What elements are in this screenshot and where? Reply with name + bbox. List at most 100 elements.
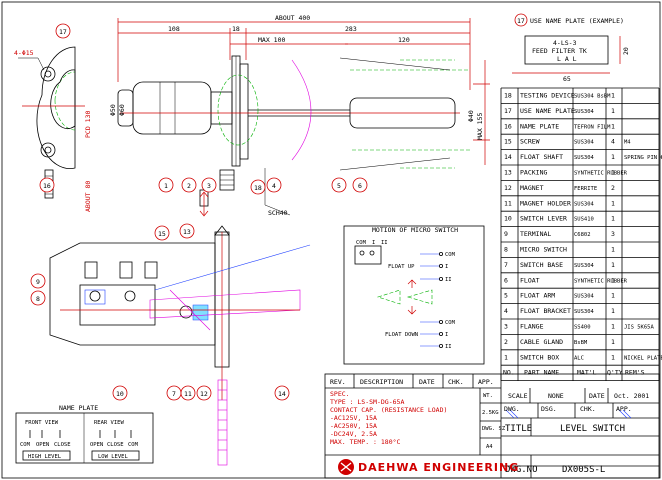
parts-header-3: Q'TY — [607, 369, 623, 377]
part-material: TEFRON FILM — [574, 124, 611, 130]
balloon-3: 3 — [201, 177, 217, 193]
balloon-18: 18 — [250, 179, 266, 195]
label-sch40: SCH40 — [268, 209, 288, 217]
part-name: FLOAT ARM — [520, 292, 555, 300]
svg-text:7: 7 — [172, 390, 176, 398]
dim-phi60: Φ60 — [118, 104, 126, 116]
use-name-plate-line3: L A L — [557, 55, 577, 63]
use-name-plate-line2: FEED FILTER TK — [532, 47, 587, 55]
parts-header-1: PART NAME — [524, 369, 559, 377]
part-material: SS400 — [574, 325, 591, 331]
company-name: DAEHWA ENGINEERING — [358, 461, 519, 474]
part-name: SWITCH BOX — [520, 353, 559, 361]
balloon-4: 4 — [266, 177, 282, 193]
dwg-no-label: DWG.NO — [505, 465, 538, 475]
spec-line-6: MAX. TEMP. : 180°C — [330, 438, 401, 446]
part-no: 2 — [504, 338, 508, 346]
balloon-1: 1 — [158, 177, 174, 193]
svg-text:1: 1 — [164, 182, 168, 190]
dim-108: 108 — [168, 25, 180, 33]
motion-float-up: FLOAT UP — [388, 264, 415, 270]
part-name: SWITCH LEVER — [520, 215, 567, 223]
svg-text:16: 16 — [43, 182, 51, 190]
rear-level: LOW LEVEL — [98, 454, 128, 460]
balloon-10: 10 — [112, 385, 128, 401]
part-name: MICRO SWITCH — [520, 246, 567, 254]
spec-line-4: -AC250V, 15A — [330, 422, 377, 430]
use-name-plate-dim-w: 65 — [563, 75, 571, 83]
part-name: FLANGE — [520, 323, 544, 331]
part-no: 9 — [504, 230, 508, 238]
motion-float-down: FLOAT DOWN — [385, 332, 418, 338]
motion-one-top: I — [372, 240, 375, 246]
svg-text:17: 17 — [59, 28, 67, 36]
use-name-plate-heading: USE NAME PLATE (EXAMPLE) — [530, 17, 624, 25]
part-name: USE NAME PLATE — [520, 107, 575, 115]
app-label: APP. — [616, 405, 632, 413]
svg-text:15: 15 — [158, 230, 166, 238]
part-qty: 1 — [611, 122, 615, 130]
flange-front-view — [18, 46, 85, 199]
part-remarks: SPRING PIN Φ5 — [624, 155, 662, 161]
front-view-label: FRONT VIEW — [25, 420, 59, 426]
part-material: SUS304 — [574, 263, 595, 269]
part-qty: 1 — [611, 292, 615, 300]
part-no: 11 — [504, 199, 512, 207]
scale-label: SCALE — [508, 392, 528, 400]
part-no: 15 — [504, 138, 512, 146]
title-value: LEVEL SWITCH — [560, 424, 625, 434]
balloon-2: 2 — [181, 177, 197, 193]
part-material: C6802 — [574, 232, 591, 238]
part-qty: 2 — [611, 184, 615, 192]
part-name: NAME PLATE — [520, 122, 559, 130]
part-material: SUS304 — [574, 309, 595, 315]
date-value: Oct. 2001 — [614, 392, 649, 400]
part-no: 7 — [504, 261, 508, 269]
name-plate — [15, 412, 154, 464]
motion-one-down: I — [445, 332, 448, 338]
part-qty: 1 — [611, 276, 615, 284]
part-name: FLOAT — [520, 276, 540, 284]
part-qty: 1 — [611, 246, 615, 254]
balloon-16: 16 — [39, 177, 55, 193]
motion-two-down: II — [445, 344, 452, 350]
front-level: HIGH LEVEL — [28, 454, 62, 460]
motion-com-down: COM — [445, 320, 456, 326]
dim-holes: 4-Φ15 — [14, 49, 34, 57]
rear-com: COM — [128, 442, 139, 448]
balloon-14: 14 — [274, 385, 290, 401]
motion-two-up: II — [445, 277, 452, 283]
part-material: SUS304 — [574, 109, 595, 115]
part-material: SUS304 — [574, 294, 595, 300]
balloon-8: 8 — [30, 290, 46, 306]
spec-line-1: TYPE : LS-SM-DG-65A — [330, 398, 404, 406]
dim-18: 18 — [232, 25, 240, 33]
dim-max100: MAX 100 — [258, 36, 285, 44]
dim-max155: MAX 155 — [476, 113, 484, 140]
balloon-11: 11 — [180, 385, 196, 401]
rev-header-chk: CHK. — [448, 378, 464, 386]
part-name: FLOAT BRACKET — [520, 307, 571, 315]
dim-pcd130: PCD 130 — [84, 111, 92, 138]
size-label: DWG. SZ — [482, 426, 506, 432]
spec-line-5: -DC24V, 2.5A — [330, 430, 377, 438]
size-value: A4 — [486, 444, 493, 450]
part-qty: 1 — [611, 107, 615, 115]
part-name: CABLE GLAND — [520, 338, 563, 346]
dwg-no-value: DX005S-L — [562, 465, 605, 475]
svg-text:6: 6 — [358, 182, 362, 190]
scale-value: NONE — [548, 392, 564, 400]
balloon-6: 6 — [352, 177, 368, 193]
wt-value: 2.5KG — [482, 410, 499, 416]
svg-text:13: 13 — [183, 228, 191, 236]
part-name: MAGNET — [520, 184, 544, 192]
part-no: 3 — [504, 323, 508, 331]
part-remarks: JIS 5K65A — [624, 325, 654, 331]
dim-about80: ABOUT 80 — [84, 181, 92, 212]
svg-text:3: 3 — [207, 182, 211, 190]
svg-text:2: 2 — [187, 182, 191, 190]
part-material: SYNTHETIC RUBBER — [574, 278, 628, 284]
part-no: 4 — [504, 307, 508, 315]
parts-header-0: NO. — [503, 369, 515, 377]
